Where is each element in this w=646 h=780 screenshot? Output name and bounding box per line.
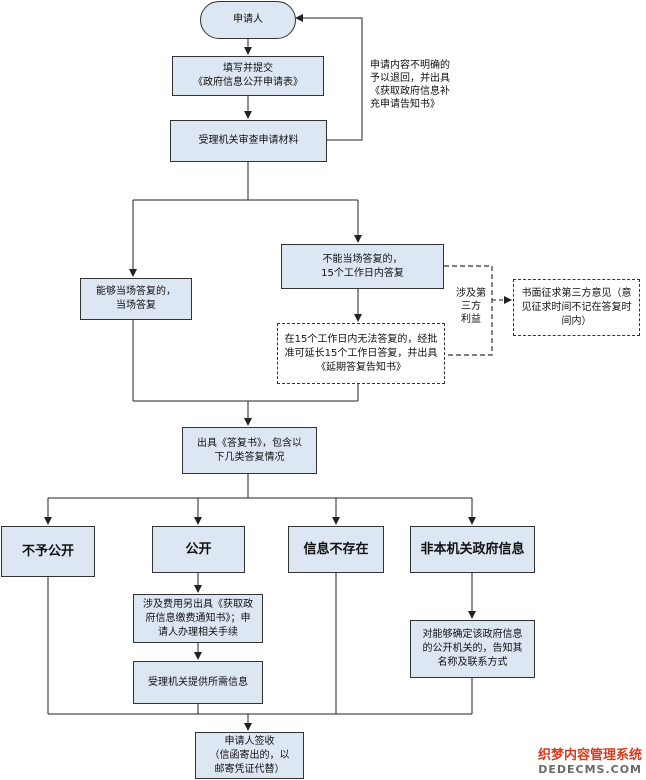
not-disclose-node: 不予公开 — [1, 526, 95, 577]
fill-form-label: 填写并提交 《政府信息公开申请表》 — [193, 63, 303, 88]
extend-node: 在15个工作日内无法答复的，经批 准可延长15个工作日答复，并出具 《延期答复告… — [277, 323, 445, 384]
applicant-start-node: 申请人 — [200, 1, 296, 39]
not-exist-node: 信息不存在 — [288, 526, 384, 573]
not-disclose-label: 不予公开 — [21, 543, 74, 559]
review-node: 受理机关审查申请材料 — [170, 120, 327, 162]
cannot-answer-node: 不能当场答复的， 15个工作日内答复 — [281, 244, 444, 289]
watermark-url: DEDECMS.COM — [538, 763, 642, 776]
review-label: 受理机关审查申请材料 — [198, 135, 299, 146]
fee-notice-label: 涉及费用另出具《获取政 府信息缴费通知书》；申 请人办理相关手续 — [143, 598, 253, 638]
reply-letter-node: 出具《答复书》，包含以 下几类答复情况 — [182, 427, 317, 474]
not-exist-label: 信息不存在 — [303, 541, 369, 557]
fee-notice-node: 涉及费用另出具《获取政 府信息缴费通知书》；申 请人办理相关手续 — [133, 594, 263, 643]
watermark: 织梦内容管理系统 DEDECMS.COM — [538, 744, 642, 776]
can-answer-node: 能够当场答复的， 当场答复 — [80, 278, 192, 320]
not-this-agency-node: 非本机关政府信息 — [410, 526, 535, 573]
return-note: 申请内容不明确的 予以退回，并出具 《获取政府信息补 充申请告知书》 — [370, 60, 450, 110]
inform-agency-label: 对能够确定该政府信息 的公开机关的，告知其 名称及联系方式 — [422, 629, 523, 668]
extend-label: 在15个工作日内无法答复的，经批 准可延长15个工作日答复，并出具 《延期答复告… — [284, 333, 438, 373]
provide-info-node: 受理机关提供所需信息 — [133, 661, 263, 704]
disclose-label: 公开 — [185, 541, 212, 557]
applicant-receive-node: 申请人签收 （信函寄出的，以 邮寄凭证代替） — [195, 732, 304, 779]
reply-letter-label: 出具《答复书》，包含以 下几类答复情况 — [197, 437, 302, 463]
return-loop-line — [295, 14, 363, 141]
watermark-title: 织梦内容管理系统 — [537, 748, 642, 763]
disclose-node: 公开 — [152, 526, 245, 573]
third-party-opinion-node: 书面征求第三方意见（意 见征求时间不记在答复时 间内） — [513, 279, 640, 336]
not-this-agency-label: 非本机关政府信息 — [420, 541, 525, 557]
provide-info-label: 受理机关提供所需信息 — [148, 676, 248, 688]
applicant-receive-label: 申请人签收 （信函寄出的，以 邮寄凭证代替） — [209, 735, 290, 775]
fill-form-node: 填写并提交 《政府信息公开申请表》 — [172, 56, 324, 96]
third-party-opinion-label: 书面征求第三方意见（意 见征求时间不记在答复时 间内） — [521, 287, 632, 327]
third-party-label: 涉及第 三方 利益 — [456, 288, 486, 325]
cannot-answer-label: 不能当场答复的， 15个工作日内答复 — [321, 253, 404, 279]
inform-agency-node: 对能够确定该政府信息 的公开机关的，告知其 名称及联系方式 — [410, 620, 535, 678]
third-party-bracket-line — [444, 265, 493, 356]
can-answer-label: 能够当场答复的， 当场答复 — [96, 286, 176, 311]
applicant-start-label: 申请人 — [233, 14, 263, 25]
